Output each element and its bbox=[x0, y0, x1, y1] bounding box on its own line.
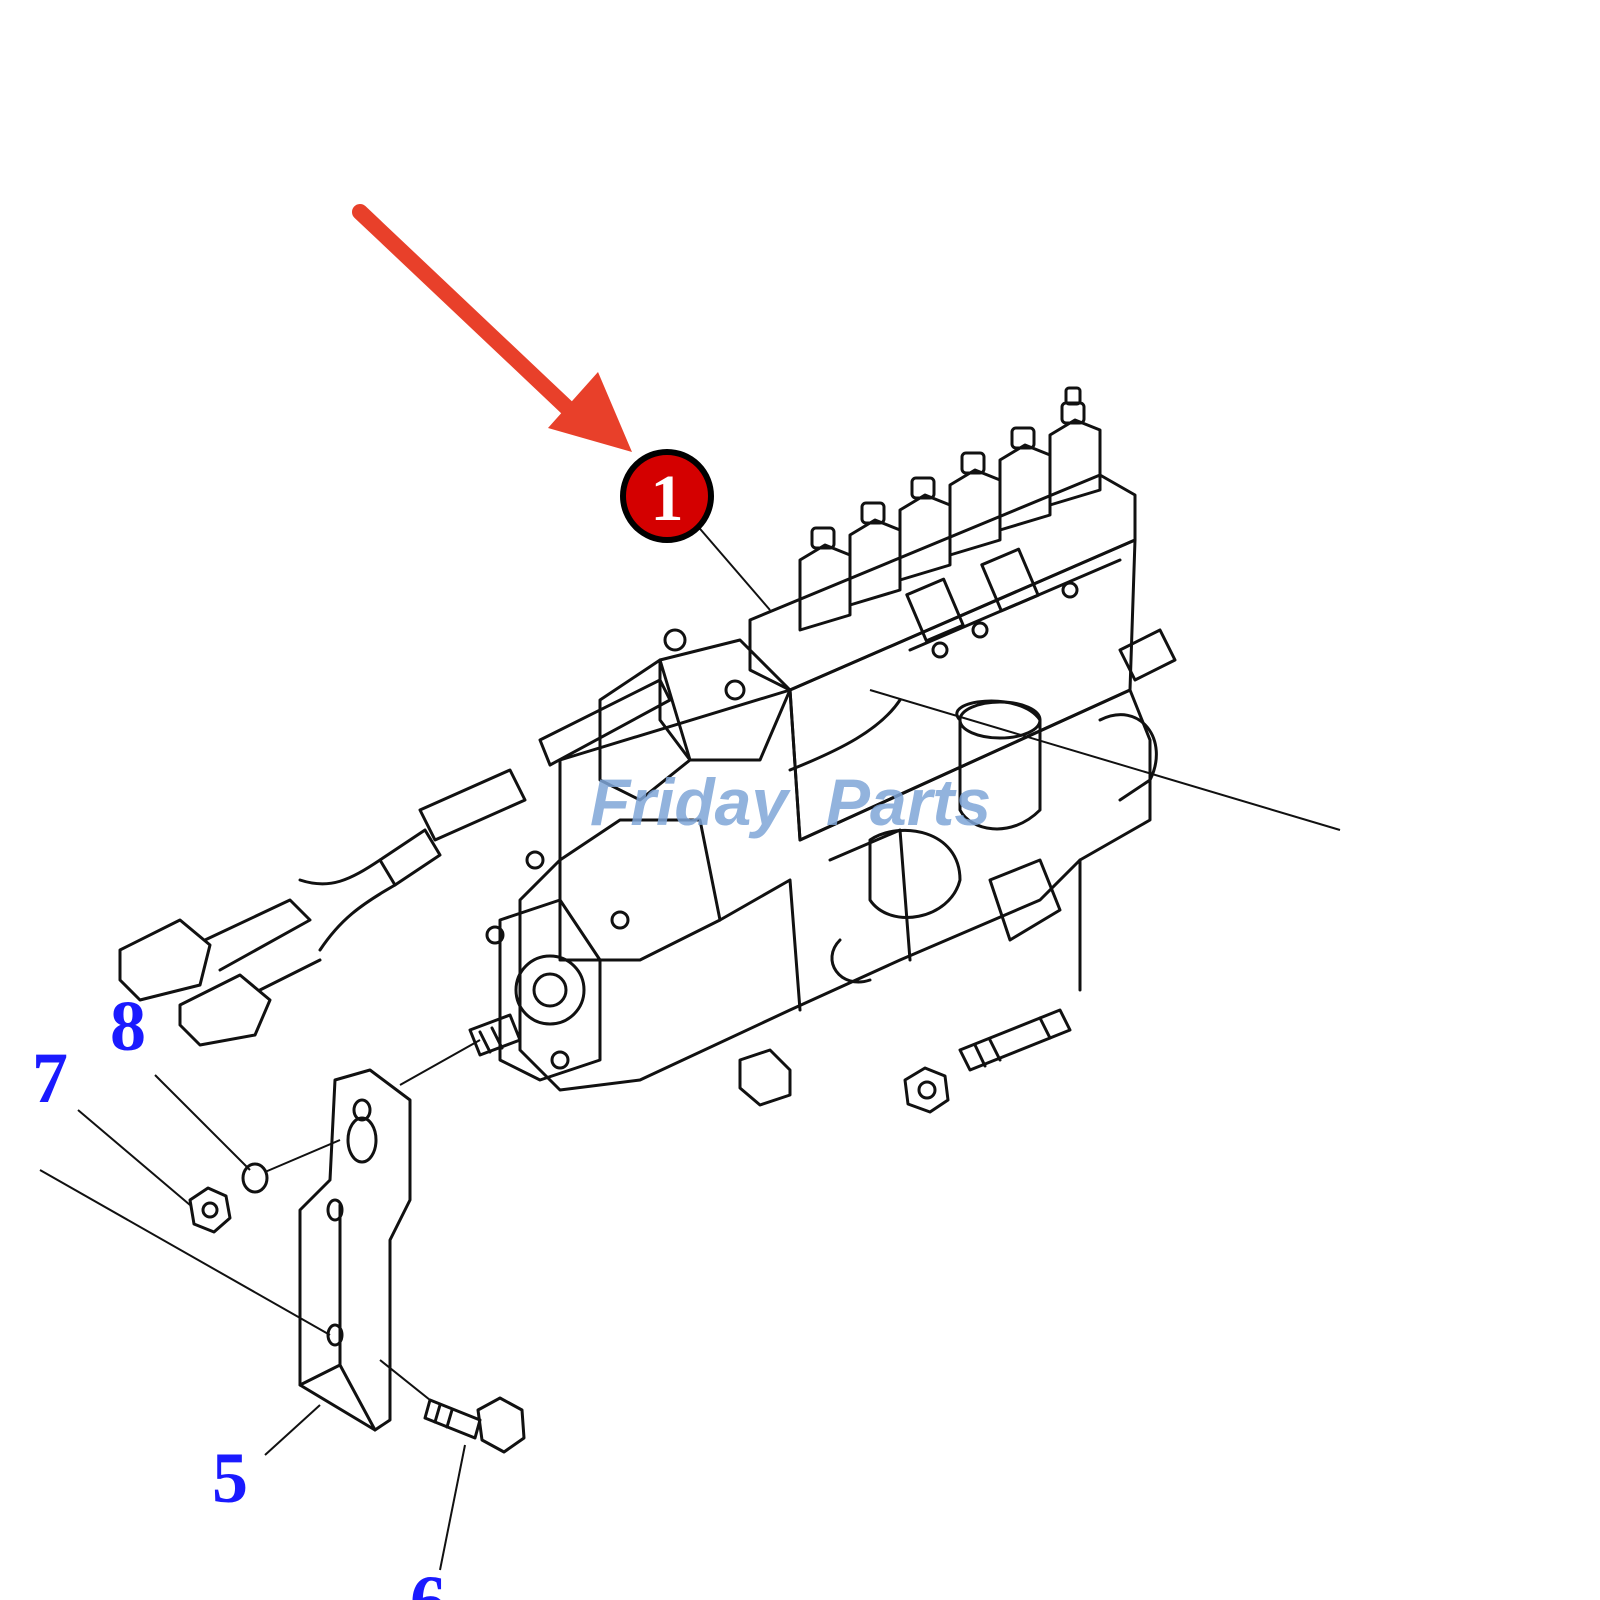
label-5: 5 bbox=[212, 1438, 248, 1518]
delivery-valve-holders bbox=[798, 386, 1102, 632]
nut-part[interactable] bbox=[188, 1186, 232, 1234]
bolt-part[interactable] bbox=[379, 1359, 526, 1454]
watermark-logo: Friday Parts bbox=[590, 765, 991, 839]
callout-number: 1 bbox=[651, 462, 684, 535]
watermark-text-1: Friday bbox=[590, 765, 791, 839]
washer-part[interactable] bbox=[241, 1139, 341, 1194]
callout-1[interactable]: 1 bbox=[620, 449, 771, 611]
label-8: 8 bbox=[110, 986, 146, 1066]
watermark-text-2: Parts bbox=[826, 765, 991, 839]
pointer-arrow-icon bbox=[352, 204, 632, 452]
injection-pump-body[interactable] bbox=[468, 386, 1341, 1114]
label-6: 6 bbox=[410, 1561, 446, 1600]
leader-lines bbox=[39, 1074, 466, 1571]
mounting-bracket[interactable] bbox=[298, 1039, 481, 1432]
sensor-wire-harness bbox=[118, 678, 672, 1047]
label-7: 7 bbox=[32, 1038, 68, 1118]
